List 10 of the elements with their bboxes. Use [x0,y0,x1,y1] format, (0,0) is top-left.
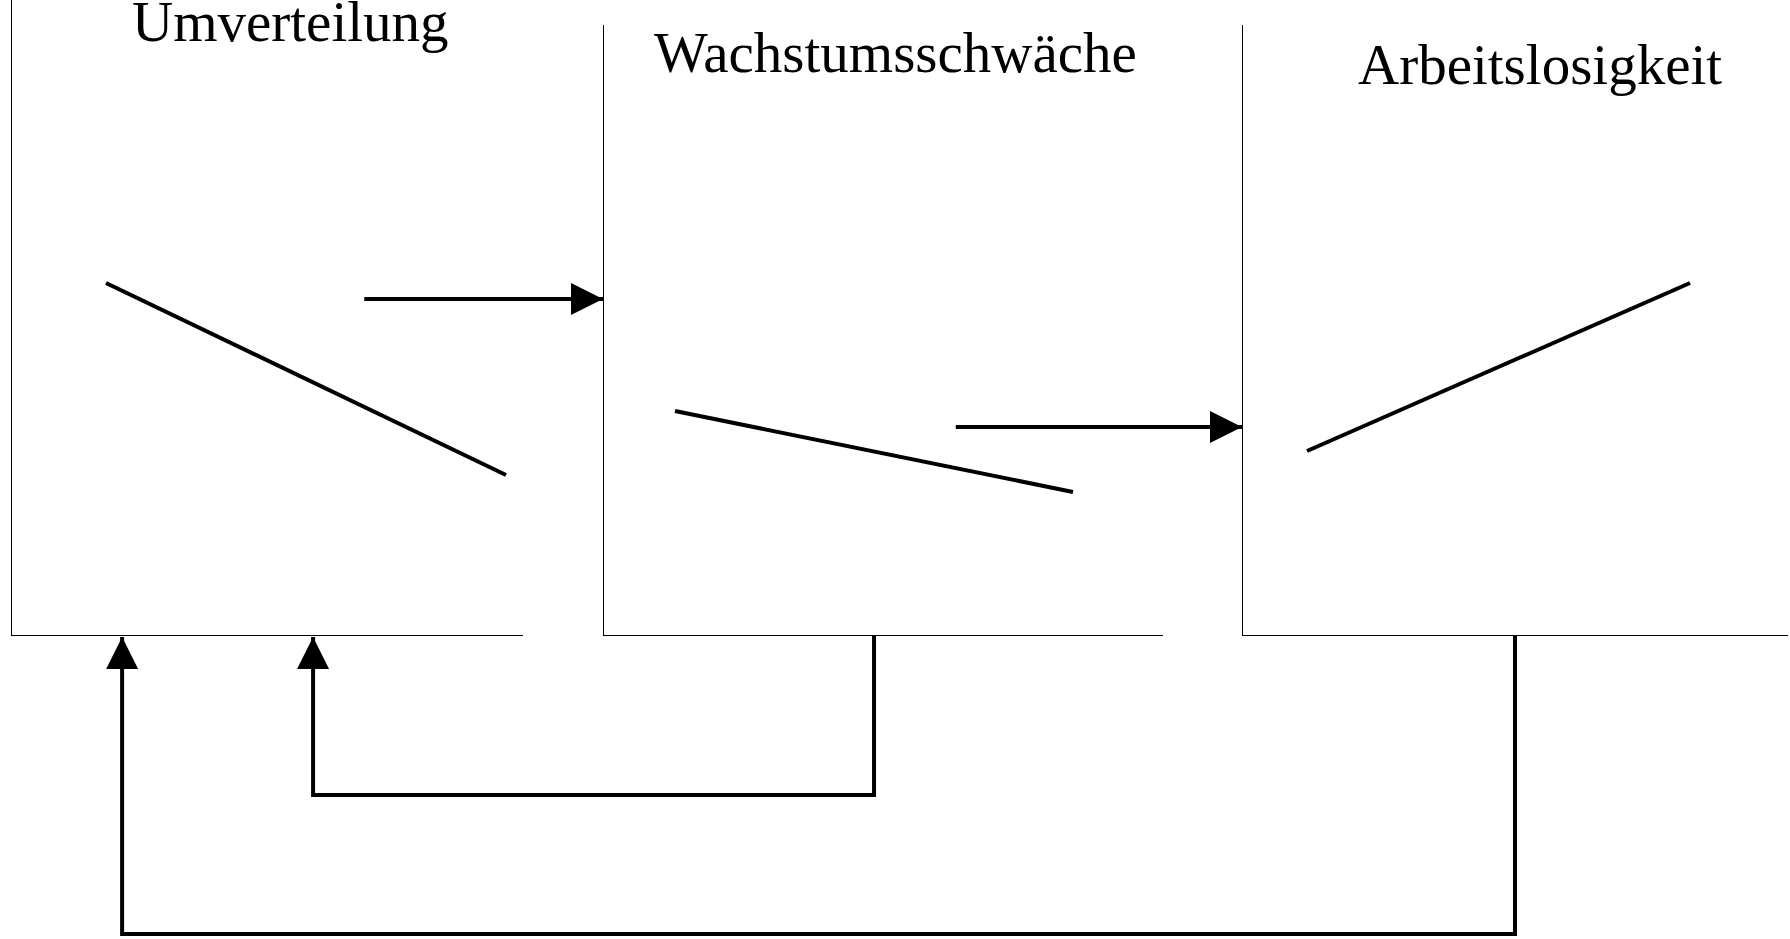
chart-panel [11,0,523,636]
panel-title: Wachstumsschwäche [654,23,1137,83]
panel-title: Umverteilung [132,0,449,52]
arrow [955,411,1242,443]
arrow [106,636,1517,936]
arrow [297,636,877,797]
panel-title: Arbeitslosigkeit [1358,35,1723,95]
arrow [364,283,603,315]
chart-panel [1242,25,1788,636]
chart-panel [603,25,1163,636]
